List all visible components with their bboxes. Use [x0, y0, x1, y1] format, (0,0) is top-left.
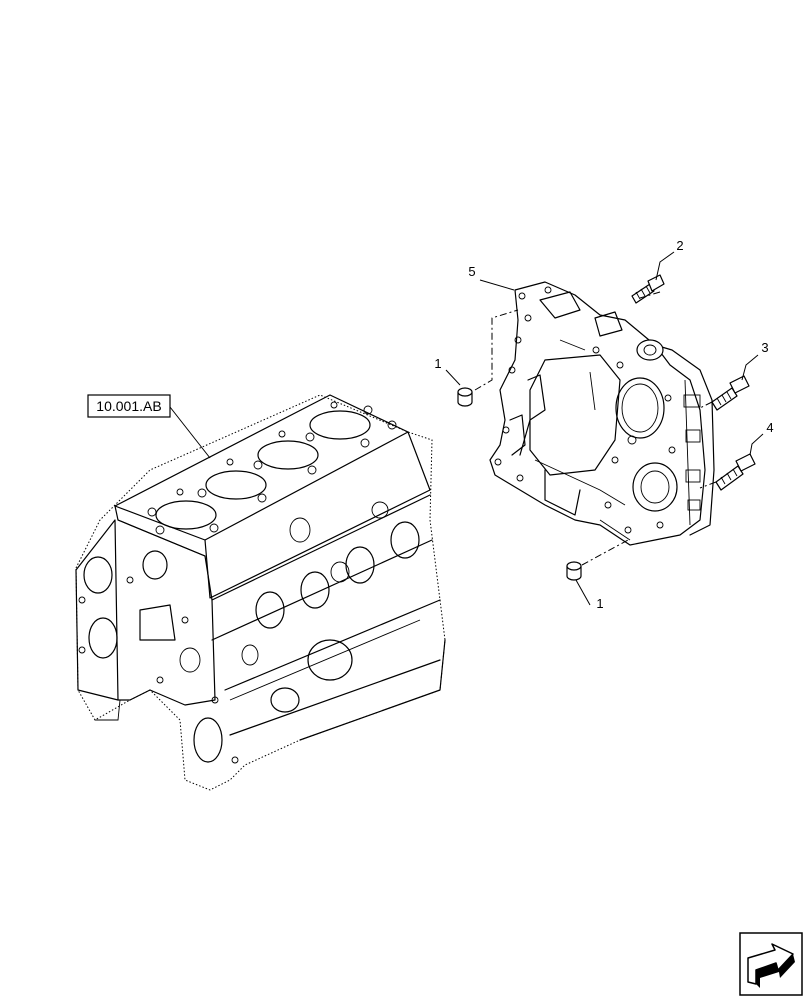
- assembly-line: [639, 291, 661, 299]
- reference-leader: [169, 406, 211, 459]
- reference-link[interactable]: 10.001.AB: [87, 394, 171, 418]
- bolt-icon: [711, 375, 750, 411]
- callout-2: 2: [676, 238, 683, 253]
- bolt-icon: [631, 274, 665, 304]
- bolt-icon: [715, 453, 756, 491]
- callout-1-upper: 1: [434, 356, 441, 371]
- callout-leader: [445, 369, 461, 386]
- callout-leader: [749, 433, 764, 456]
- assembly-line: [699, 401, 713, 409]
- plug-icon: [566, 561, 582, 581]
- callout-4: 4: [766, 420, 773, 435]
- callout-leader: [655, 251, 675, 281]
- reference-label[interactable]: 10.001.AB: [96, 398, 161, 414]
- assembly-line: [699, 481, 717, 489]
- assembly-line: [474, 309, 519, 391]
- callout-5: 5: [468, 264, 475, 279]
- callout-leader: [479, 279, 515, 291]
- assembly-line: [581, 539, 629, 566]
- timing-case-icon: [489, 281, 715, 546]
- callout-3: 3: [761, 340, 768, 355]
- callout-leader: [741, 354, 759, 381]
- engine-block-icon: [75, 394, 446, 791]
- plug-icon: [457, 387, 473, 407]
- callout-leader: [575, 579, 591, 606]
- callout-1-lower: 1: [596, 596, 603, 611]
- navigation-arrow-icon[interactable]: [739, 932, 803, 996]
